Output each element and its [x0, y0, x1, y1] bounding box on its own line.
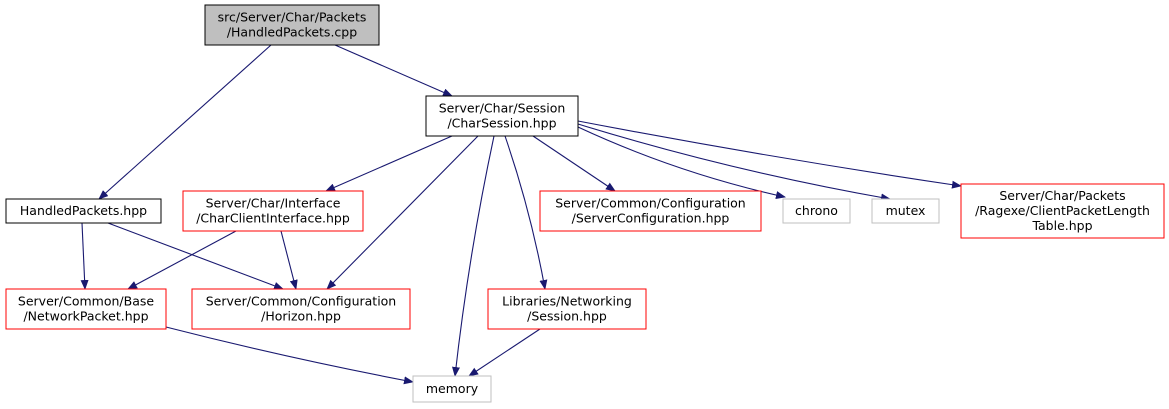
node-box [5, 198, 162, 224]
node-horizon_hpp[interactable]: Server/Common/Configuration/Horizon.hpp [191, 288, 411, 330]
edge-charclientinterface_hpp-to-horizon_hpp [280, 230, 298, 290]
node-box [412, 375, 492, 403]
edge-networking_session_hpp-to-memory [468, 328, 541, 377]
edge-charsession_hpp-to-memory [452, 135, 495, 377]
edge-handledpackets_cpp-to-handledpackets_hpp [98, 44, 272, 200]
node-label-line: Server/Common/Configuration [555, 196, 746, 211]
node-chrono: chrono [782, 198, 851, 224]
node-label-line: /HandledPackets.cpp [227, 25, 357, 40]
node-networking_session_hpp[interactable]: Libraries/Networking/Session.hpp [487, 288, 647, 330]
node-memory: memory [412, 375, 492, 403]
node-label-line: Server/Char/Interface [206, 196, 341, 211]
node-charclientinterface_hpp[interactable]: Server/Char/Interface/CharClientInterfac… [182, 190, 364, 232]
node-handledpackets_cpp[interactable]: src/Server/Char/Packets/HandledPackets.c… [204, 4, 380, 46]
edge-handledpackets_hpp-to-networkpacket_hpp [80, 222, 89, 290]
node-label-line: Table.hpp [1031, 218, 1092, 233]
node-box [871, 198, 940, 224]
node-label-line: chrono [795, 203, 838, 218]
node-clientpacketlengthtable_hpp[interactable]: Server/Char/Packets/Ragexe/ClientPacketL… [960, 183, 1165, 239]
node-label-line: Server/Char/Session [439, 101, 566, 116]
node-label-line: Server/Common/Configuration [206, 294, 397, 309]
edges-layer [80, 44, 962, 385]
node-handledpackets_hpp[interactable]: HandledPackets.hpp [5, 198, 162, 224]
node-label-line: /Horizon.hpp [261, 309, 341, 324]
node-box [191, 288, 411, 330]
node-serverconfiguration_hpp[interactable]: Server/Common/Configuration/ServerConfig… [539, 190, 762, 232]
node-networkpacket_hpp[interactable]: Server/Common/Base/NetworkPacket.hpp [5, 288, 167, 330]
node-label-line: memory [426, 381, 479, 396]
node-label-line: src/Server/Char/Packets [218, 10, 367, 25]
edge-charclientinterface_hpp-to-networkpacket_hpp [127, 230, 237, 290]
node-box [782, 198, 851, 224]
node-label-line: /NetworkPacket.hpp [23, 309, 148, 324]
node-label-line: /Ragexe/ClientPacketLength [975, 203, 1150, 218]
node-box [487, 288, 647, 330]
edge-charsession_hpp-to-charclientinterface_hpp [325, 135, 453, 192]
edge-charsession_hpp-to-mutex [577, 123, 891, 202]
node-label-line: Server/Char/Packets [999, 188, 1125, 203]
node-charsession_hpp[interactable]: Server/Char/Session/CharSession.hpp [425, 95, 579, 137]
node-mutex: mutex [871, 198, 940, 224]
node-box [539, 190, 762, 232]
node-box [5, 288, 167, 330]
node-box [425, 95, 579, 137]
edge-charsession_hpp-to-serverconfiguration_hpp [532, 135, 616, 192]
node-label-line: /Session.hpp [527, 309, 607, 324]
node-label-line: /CharClientInterface.hpp [196, 211, 350, 226]
edge-handledpackets_hpp-to-horizon_hpp [107, 222, 284, 290]
edge-charsession_hpp-to-networking_session_hpp [504, 135, 548, 290]
edge-charsession_hpp-to-clientpacketlengthtable_hpp [577, 120, 962, 189]
node-label-line: /ServerConfiguration.hpp [572, 211, 730, 226]
node-label-line: Server/Common/Base [18, 294, 154, 309]
nodes-layer: src/Server/Char/Packets/HandledPackets.c… [5, 4, 1165, 403]
edge-networkpacket_hpp-to-memory [165, 326, 414, 385]
node-label-line: Libraries/Networking [502, 294, 632, 309]
node-label-line: /CharSession.hpp [447, 116, 556, 131]
node-label-line: HandledPackets.hpp [20, 203, 147, 218]
edge-handledpackets_cpp-to-charsession_hpp [334, 44, 453, 97]
node-box [182, 190, 364, 232]
edge-charsession_hpp-to-horizon_hpp [326, 135, 479, 290]
node-box [204, 4, 380, 46]
node-box [960, 183, 1165, 239]
node-label-line: mutex [886, 203, 926, 218]
